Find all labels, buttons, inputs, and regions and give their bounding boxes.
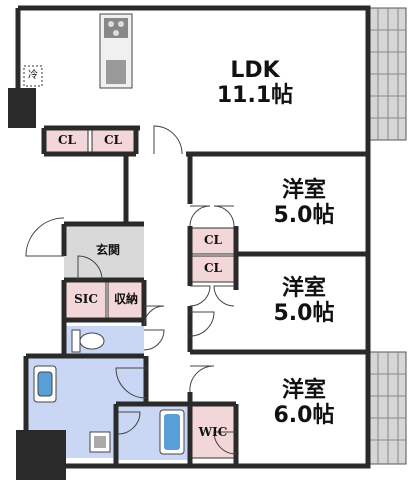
room3-label: 洋室 6.0帖 bbox=[256, 378, 352, 429]
balcony-top bbox=[367, 7, 407, 141]
shuno-label: 収納 bbox=[113, 292, 138, 306]
fridge-outline bbox=[23, 65, 43, 87]
genkan-label: 玄関 bbox=[95, 243, 120, 257]
cl3-label: CL bbox=[204, 233, 222, 247]
ldk-label: LDK 11.1帖 bbox=[200, 58, 310, 109]
balcony-bottom bbox=[367, 351, 407, 465]
room3-name: 洋室 bbox=[281, 378, 326, 403]
ldk-size: 11.1帖 bbox=[216, 83, 294, 109]
room1-size: 5.0帖 bbox=[273, 203, 335, 229]
toilet-icon bbox=[71, 329, 105, 353]
pillar-top bbox=[8, 88, 36, 128]
doors bbox=[25, 125, 237, 455]
room3-size: 6.0帖 bbox=[273, 403, 335, 429]
cl1-label: CL bbox=[58, 133, 76, 147]
walls bbox=[15, 5, 371, 469]
room2-size: 5.0帖 bbox=[273, 301, 335, 327]
sink-icon bbox=[106, 60, 126, 84]
wic-label: WIC bbox=[198, 425, 228, 439]
closet-cl3 bbox=[191, 227, 235, 255]
pillar-bottom bbox=[16, 430, 66, 480]
cl4-label: CL bbox=[204, 261, 222, 275]
fridge-label: 冷 bbox=[28, 70, 38, 81]
ldk-name: LDK bbox=[230, 58, 280, 83]
closet-cl2 bbox=[91, 127, 135, 155]
room2-name: 洋室 bbox=[281, 276, 326, 301]
cl2-label: CL bbox=[104, 133, 122, 147]
genkan-floor bbox=[64, 224, 144, 280]
room2-label: 洋室 5.0帖 bbox=[256, 276, 352, 327]
room1-name: 洋室 bbox=[281, 178, 326, 203]
sic-label: SIC bbox=[74, 292, 98, 306]
room1-label: 洋室 5.0帖 bbox=[256, 178, 352, 229]
